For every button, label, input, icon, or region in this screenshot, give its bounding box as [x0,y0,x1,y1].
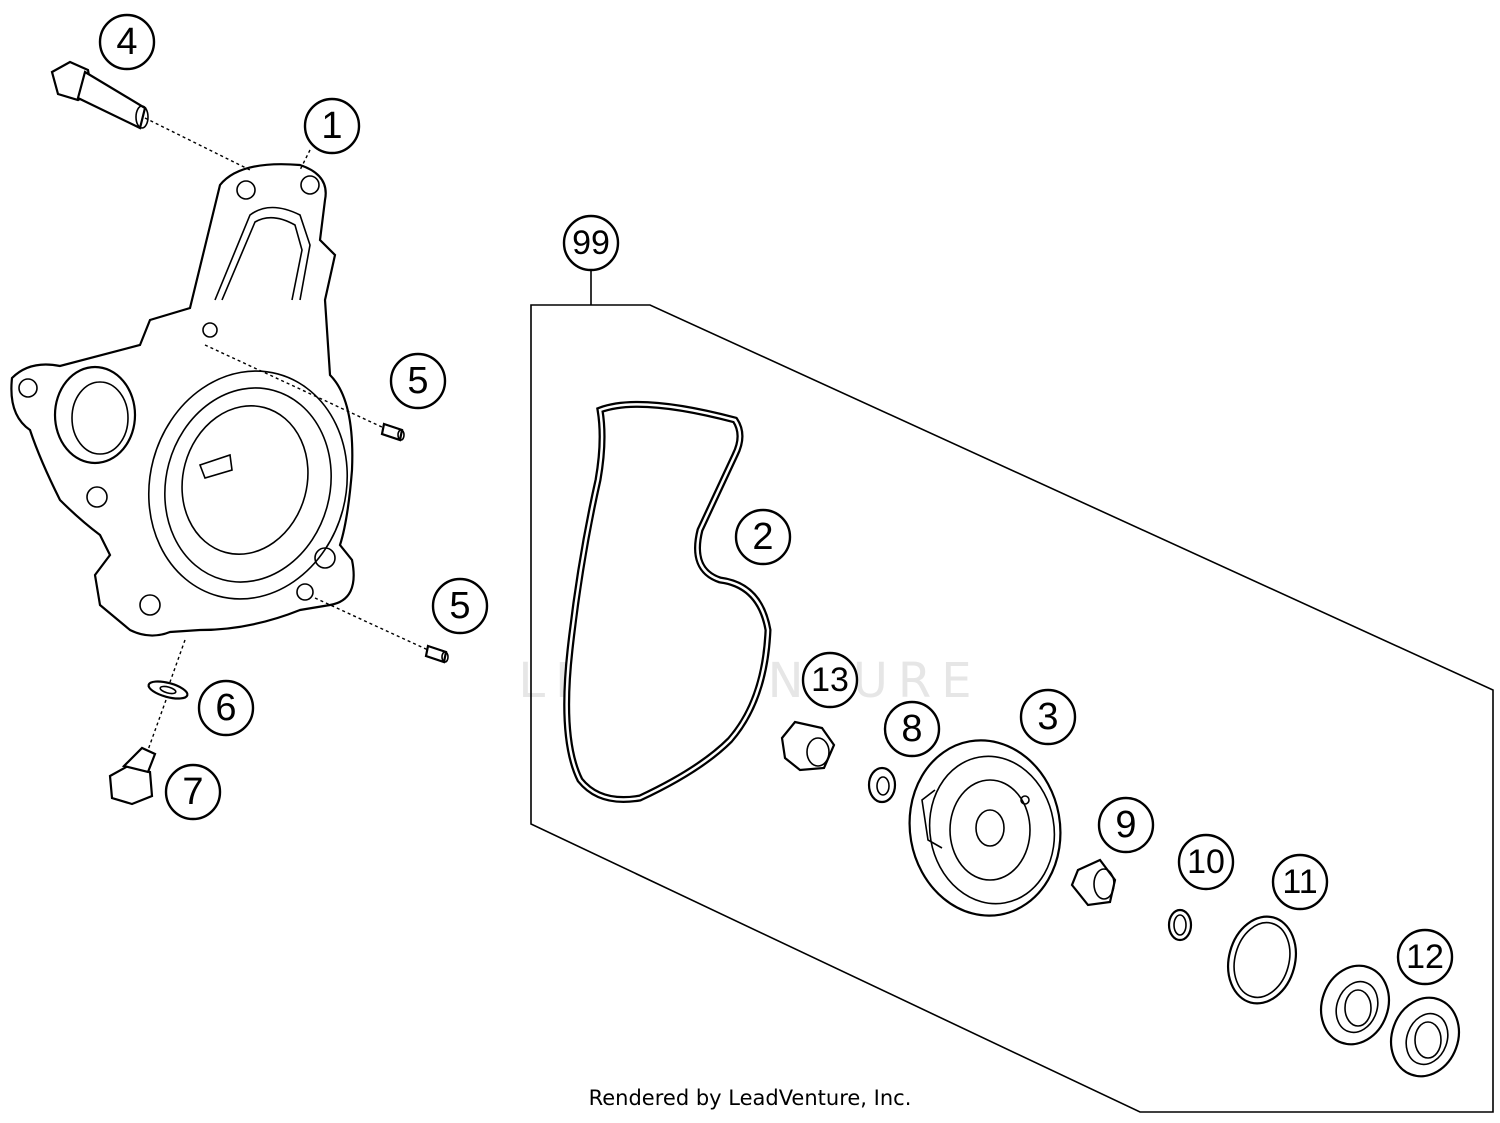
nut-part-13[interactable] [780,720,836,772]
callout-13[interactable]: 13 [801,651,859,709]
leader-5-lower [314,597,429,651]
pump-housing-part-1[interactable] [10,163,372,637]
callout-7[interactable]: 7 [164,763,222,821]
svg-text:99: 99 [572,224,610,262]
svg-text:7: 7 [182,771,203,813]
callout-3[interactable]: 3 [1019,688,1077,746]
leader-7 [147,699,167,751]
svg-text:4: 4 [116,21,137,63]
dowel-pin-part-5-upper[interactable] [380,422,405,442]
bolt-part-4[interactable] [50,60,149,130]
svg-text:6: 6 [215,687,236,729]
svg-text:8: 8 [901,708,922,750]
shaft-seal-part-12-a[interactable] [1310,956,1399,1054]
svg-text:13: 13 [811,661,849,699]
washer-part-6[interactable] [147,678,189,702]
svg-text:5: 5 [449,585,470,627]
o-ring-part-10[interactable] [1167,908,1193,942]
svg-text:1: 1 [321,105,342,147]
callout-12[interactable]: 12 [1396,928,1454,986]
leader-4 [144,117,251,171]
gasket-part-2[interactable] [563,400,772,804]
circlip-part-11[interactable] [1219,909,1306,1011]
callout-99[interactable]: 99 [562,214,620,272]
svg-text:12: 12 [1406,938,1444,976]
ring-part-8[interactable] [867,766,897,804]
impeller-part-3[interactable] [896,728,1074,927]
callout-8[interactable]: 8 [883,700,941,758]
callout-9[interactable]: 9 [1097,796,1155,854]
svg-text:3: 3 [1037,696,1058,738]
svg-text:11: 11 [1282,863,1317,901]
drain-screw-part-7[interactable] [108,746,157,806]
footer-credit: Rendered by LeadVenture, Inc. [588,1086,912,1110]
shaft-seal-part-12-b[interactable] [1380,988,1469,1086]
dowel-pin-part-5-lower[interactable] [424,644,449,664]
callout-6[interactable]: 6 [197,679,255,737]
callout-11[interactable]: 11 [1271,853,1329,911]
callout-5-upper[interactable]: 5 [389,352,447,410]
leader-1 [299,149,311,171]
kit-boundary-outline [530,304,1494,1113]
callout-4[interactable]: 4 [98,13,156,71]
bushing-part-9[interactable] [1070,858,1117,907]
svg-text:5: 5 [407,360,428,402]
svg-text:9: 9 [1115,804,1136,846]
leader-5-upper [204,344,385,429]
callout-2[interactable]: 2 [734,508,792,566]
callout-1[interactable]: 1 [303,97,361,155]
callout-10[interactable]: 10 [1177,833,1235,891]
leader-6 [169,639,186,683]
svg-text:10: 10 [1187,843,1225,881]
callout-5-lower[interactable]: 5 [431,577,489,635]
svg-text:2: 2 [752,516,773,558]
